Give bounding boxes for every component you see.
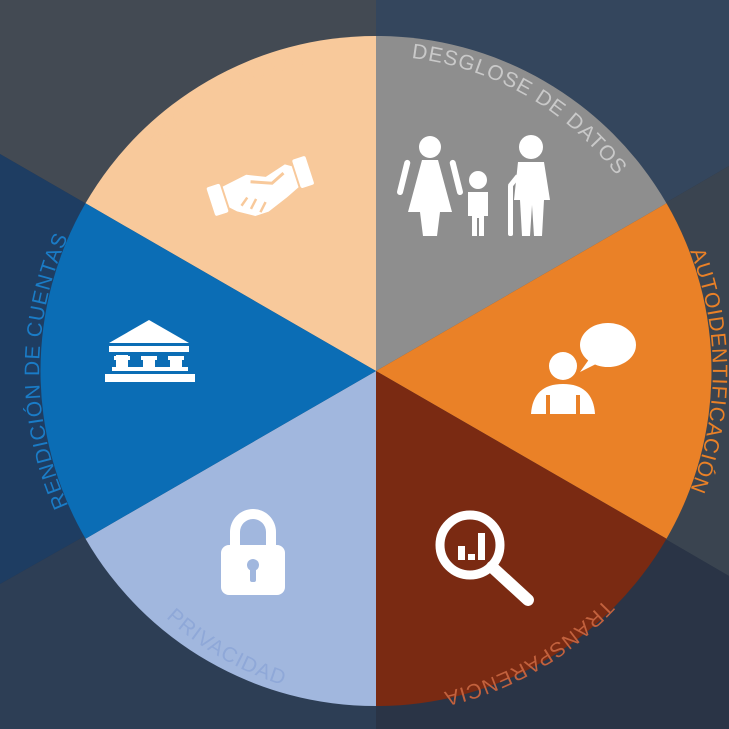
speaking-person-icon [531, 323, 636, 414]
handshake-icon [206, 156, 314, 216]
padlock-icon [221, 509, 285, 595]
family-icon [397, 135, 550, 236]
segment-rendicion-de-cuentas[interactable] [40, 203, 377, 539]
institution-icon [105, 320, 195, 382]
magnifier-chart-icon [435, 510, 534, 606]
segment-autoidentificacion[interactable] [376, 203, 712, 539]
segment-transparencia[interactable] [376, 371, 667, 707]
